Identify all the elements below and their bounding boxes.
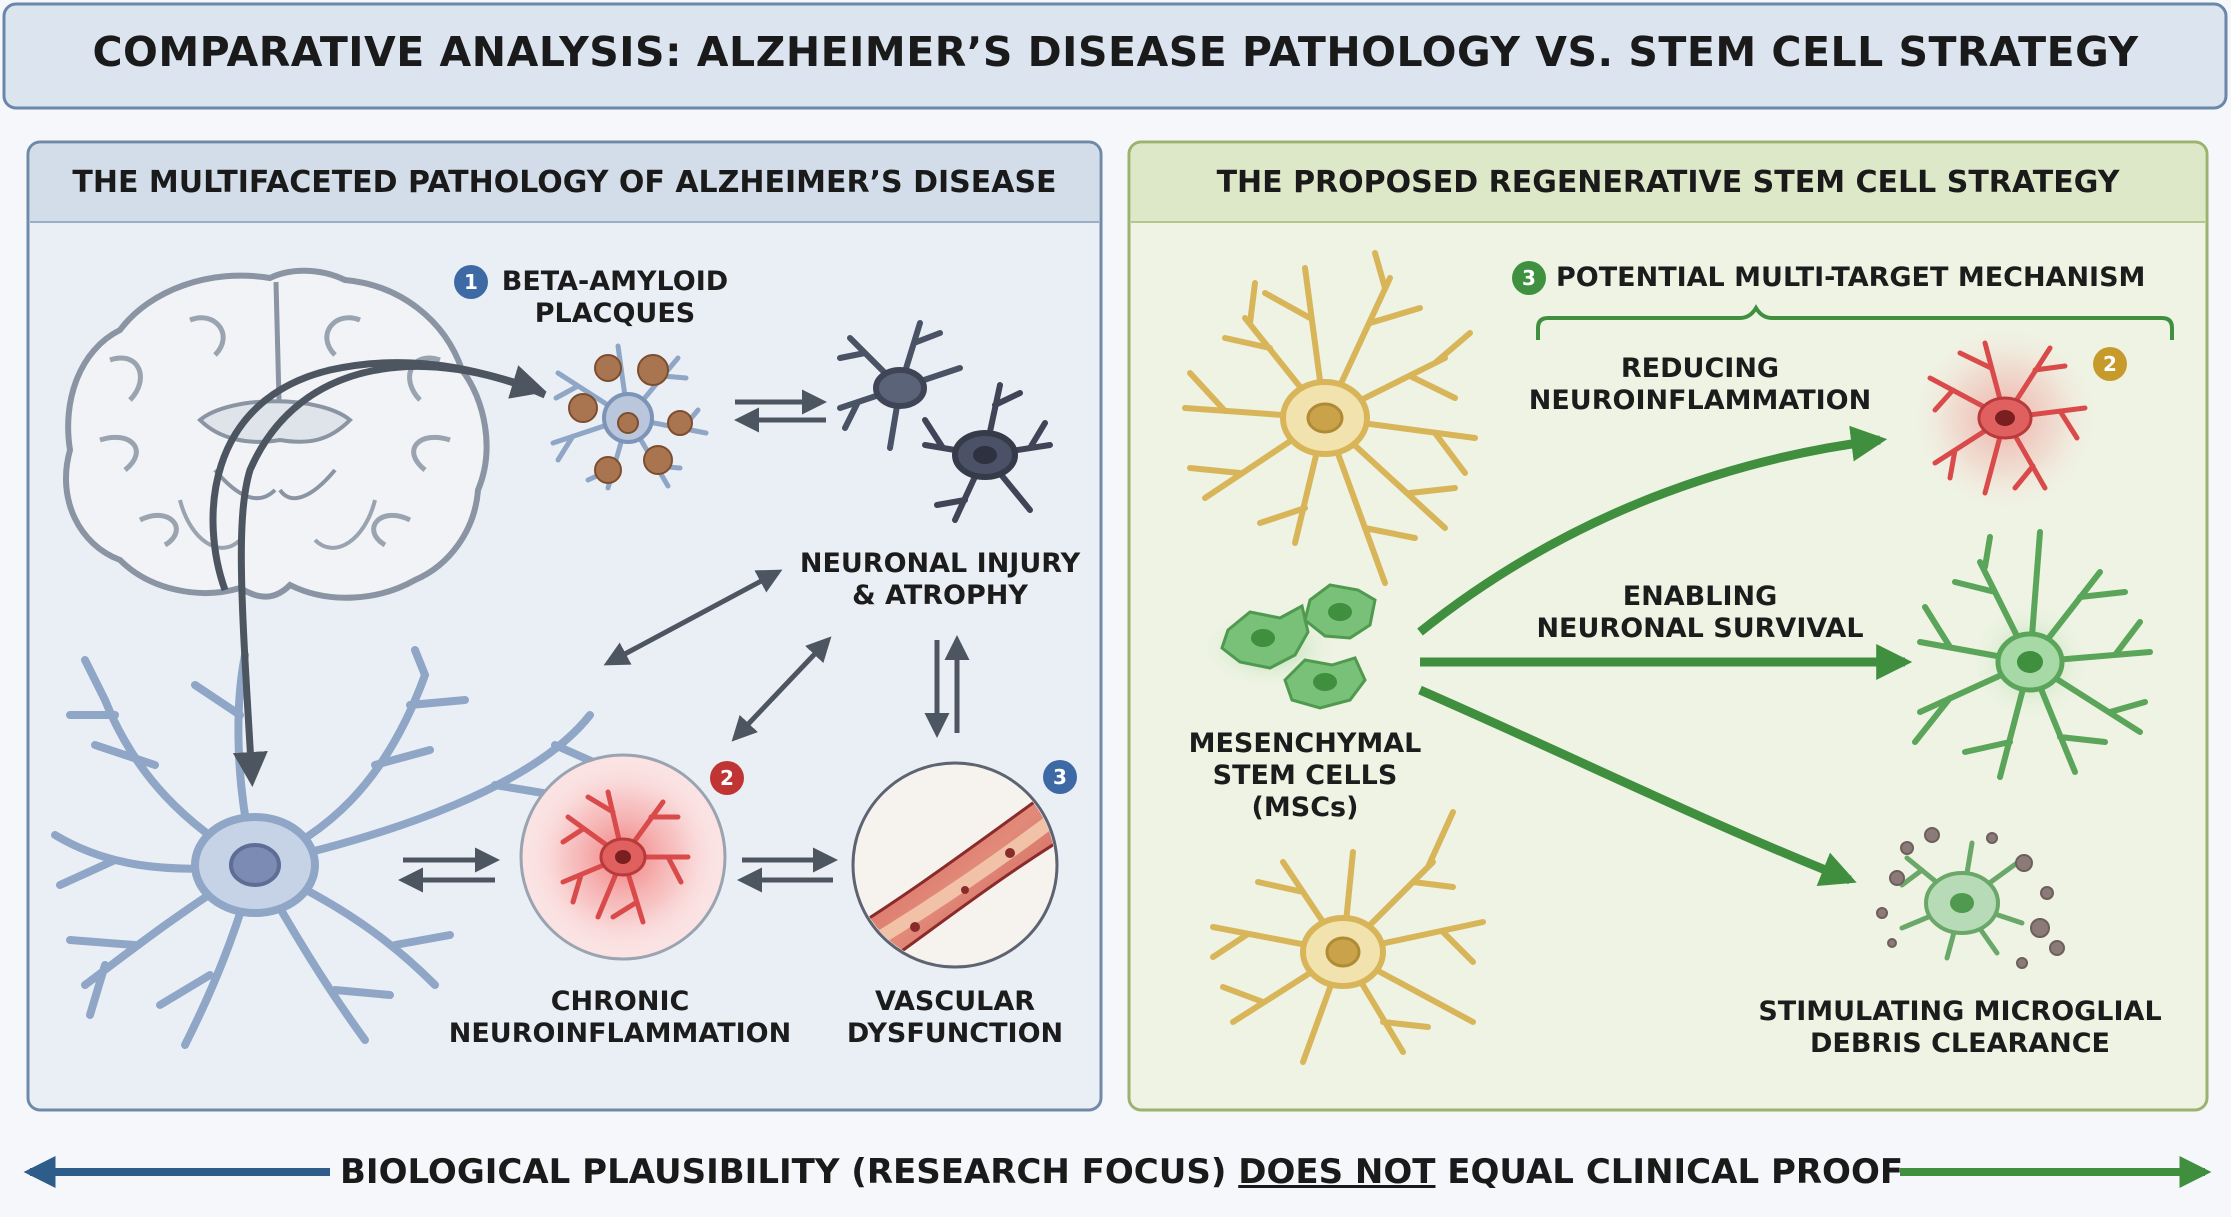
mechanism-number-badge: 3: [1512, 261, 1546, 295]
reducing-number-badge: 2: [2093, 347, 2127, 381]
inflammation-number-badge: 2: [710, 761, 744, 795]
debris-clearance-microglia-image: [1876, 827, 2065, 969]
footer-emphasis: DOES NOT: [1238, 1152, 1436, 1192]
supporting-cell-image: [1182, 250, 1478, 586]
surviving-neuron-image: [1912, 529, 2153, 780]
msc-line2: STEM CELLS: [1212, 760, 1398, 791]
vascular-dysfunction-label: VASCULAR DYSFUNCTION: [830, 988, 1080, 1047]
left-panel-header-bg: [30, 144, 1099, 222]
right-panel-header-bg: [1131, 144, 2205, 222]
right-panel-header: THE PROPOSED REGENERATIVE STEM CELL STRA…: [1216, 165, 2120, 200]
reducing-neuroinflammation-label: REDUCING NEUROINFLAMMATION: [1510, 355, 1890, 414]
stimulating-clearance-label: STIMULATING MICROGLIAL DEBRIS CLEARANCE: [1720, 998, 2200, 1057]
supporting-cell-image-lower: [1210, 809, 1486, 1065]
brain-cross-section-image: [63, 267, 490, 601]
chronic-neuroinflammation-label: CHRONIC NEUROINFLAMMATION: [440, 988, 800, 1047]
beta-amyloid-number-badge: 1: [454, 265, 488, 299]
vascular-dysfunction-line1: VASCULAR: [874, 986, 1036, 1017]
msc-label: MESENCHYMAL STEM CELLS (MSCs): [1165, 730, 1445, 821]
reduced-inflammation-microglia-image: [1917, 330, 2093, 506]
beta-amyloid-label: BETA-AMYLOID PLACQUES: [490, 268, 740, 327]
beta-amyloid-line2: PLACQUES: [534, 298, 696, 329]
chronic-neuroinflammation-image: [519, 753, 727, 961]
svg-text:2: 2: [720, 766, 734, 790]
svg-text:3: 3: [1053, 765, 1067, 789]
beta-amyloid-plaque-image: [550, 343, 709, 491]
neuronal-injury-label: NEURONAL INJURY & ATROPHY: [785, 550, 1095, 609]
footer-statement: BIOLOGICAL PLAUSIBILITY (RESEARCH FOCUS)…: [340, 1152, 1903, 1192]
neuron-image: [51, 646, 604, 1049]
chronic-neuroinflammation-line1: CHRONIC: [550, 986, 690, 1017]
neuronal-injury-line2: & ATROPHY: [852, 580, 1028, 611]
stimulating-line2: DEBRIS CLEARANCE: [1809, 1028, 2111, 1059]
stimulating-line1: STIMULATING MICROGLIAL: [1758, 996, 2162, 1027]
msc-line3: (MSCs): [1251, 792, 1359, 823]
chronic-neuroinflammation-line2: NEUROINFLAMMATION: [448, 1018, 792, 1049]
neuronal-injury-line1: NEURONAL INJURY: [799, 548, 1081, 579]
vascular-dysfunction-line2: DYSFUNCTION: [846, 1018, 1064, 1049]
svg-text:3: 3: [1522, 266, 1536, 290]
reducing-line2: NEUROINFLAMMATION: [1528, 385, 1872, 416]
svg-text:1: 1: [464, 270, 478, 294]
enabling-line2: NEURONAL SURVIVAL: [1536, 613, 1864, 644]
beta-amyloid-line1: BETA-AMYLOID: [501, 266, 729, 297]
title-bar: [2, 2, 2228, 110]
mechanism-label: POTENTIAL MULTI-TARGET MECHANISM: [1556, 262, 2146, 293]
damaged-neurons-image: [837, 320, 1053, 523]
mechanism-bracket: [1536, 304, 2174, 340]
vascular-number-badge: 3: [1043, 760, 1077, 794]
msc-line1: MESENCHYMAL: [1188, 728, 1422, 759]
footer-part2: EQUAL CLINICAL PROOF: [1435, 1152, 1904, 1192]
footer-part1: BIOLOGICAL PLAUSIBILITY (RESEARCH FOCUS): [340, 1152, 1239, 1192]
enabling-neuronal-survival-label: ENABLING NEURONAL SURVIVAL: [1520, 583, 1880, 642]
page-title: COMPARATIVE ANALYSIS: ALZHEIMER’S DISEAS…: [92, 28, 2139, 76]
enabling-line1: ENABLING: [1622, 581, 1778, 612]
reducing-line1: REDUCING: [1620, 353, 1780, 384]
mesenchymal-stem-cells-image: [1200, 583, 1377, 710]
left-panel-header: THE MULTIFACETED PATHOLOGY OF ALZHEIMER’…: [72, 165, 1057, 200]
svg-text:2: 2: [2103, 352, 2117, 376]
